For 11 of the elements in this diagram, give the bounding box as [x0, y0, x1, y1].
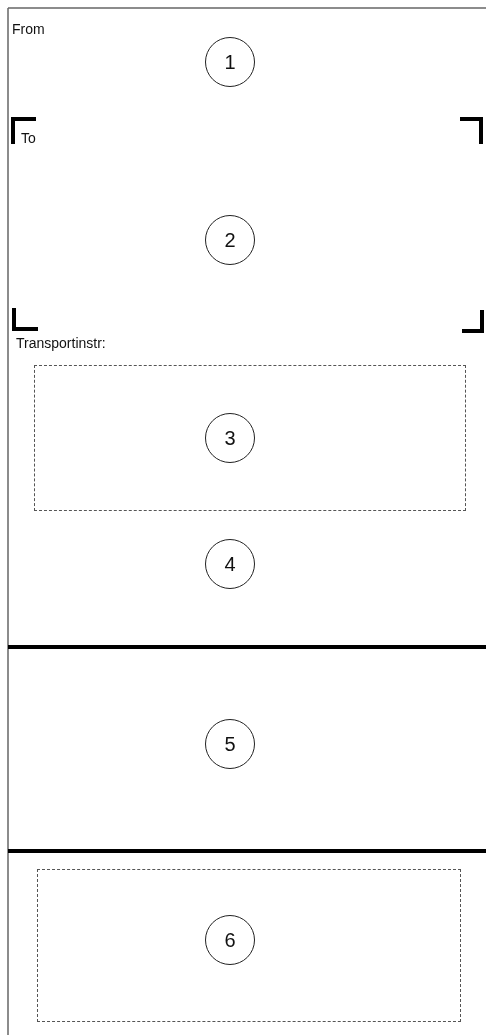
dashed-box [34, 365, 466, 511]
dashed-box [37, 869, 461, 1022]
number-circle: 5 [205, 719, 255, 769]
number-circle: 4 [205, 539, 255, 589]
number-circle: 2 [205, 215, 255, 265]
field-label: From [12, 22, 45, 36]
number-circle: 6 [205, 915, 255, 965]
field-label: Transportinstr: [16, 336, 106, 350]
field-label: To [21, 131, 36, 145]
number-circle: 1 [205, 37, 255, 87]
number-circle: 3 [205, 413, 255, 463]
